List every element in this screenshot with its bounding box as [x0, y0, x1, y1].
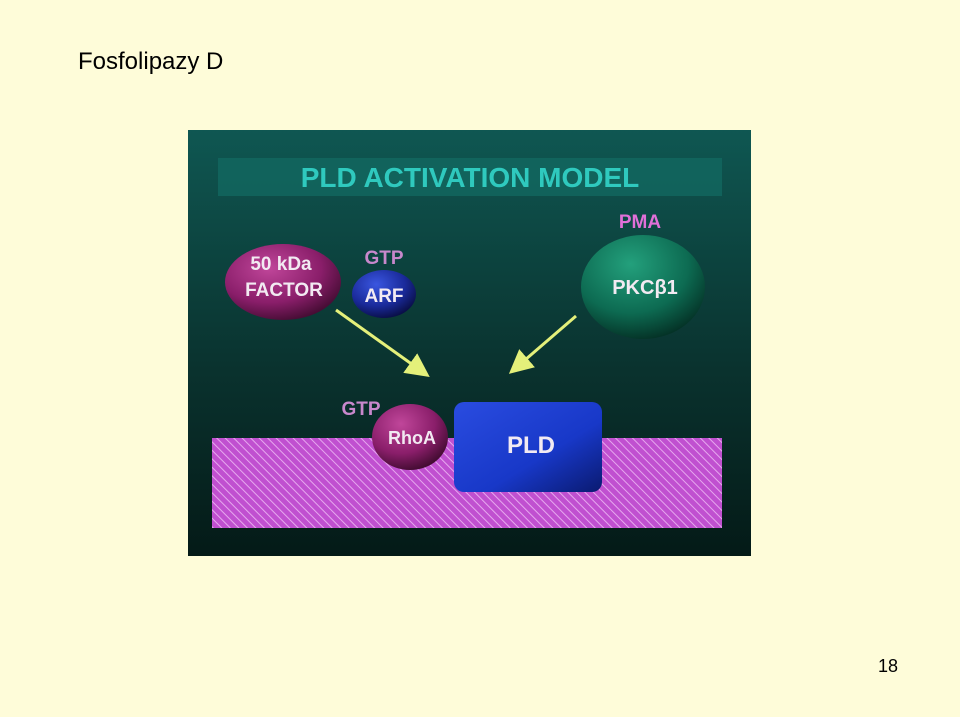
arf-gtp-label: GTP [364, 248, 403, 269]
heading-band [218, 158, 722, 196]
rhoa-node [372, 404, 448, 470]
factor-label-line1: 50 kDa [250, 254, 312, 275]
page-number: 18 [878, 656, 899, 676]
arrow-from-pkc [508, 314, 577, 374]
factor-label-line2: FACTOR [245, 280, 323, 301]
slide-title: Fosfolipazy D [78, 48, 224, 75]
arf-label: ARF [364, 286, 403, 307]
diagram-heading: PLD ACTIVATION MODEL [301, 162, 640, 193]
factor-50kda-node [225, 244, 341, 320]
pld-node [454, 402, 602, 492]
pkc-beta1-node [581, 235, 705, 339]
pma-label: PMA [619, 212, 662, 233]
pld-label: PLD [507, 432, 555, 459]
arrow-from-factor [335, 308, 430, 377]
pkc-label: PKCβ1 [612, 277, 678, 299]
rhoa-label: RhoA [388, 428, 436, 448]
pld-activation-diagram: PLD ACTIVATION MODEL 50 kDa FACTOR GTP A… [188, 130, 751, 556]
rhoa-gtp-label: GTP [341, 399, 380, 420]
arf-node [352, 270, 416, 318]
